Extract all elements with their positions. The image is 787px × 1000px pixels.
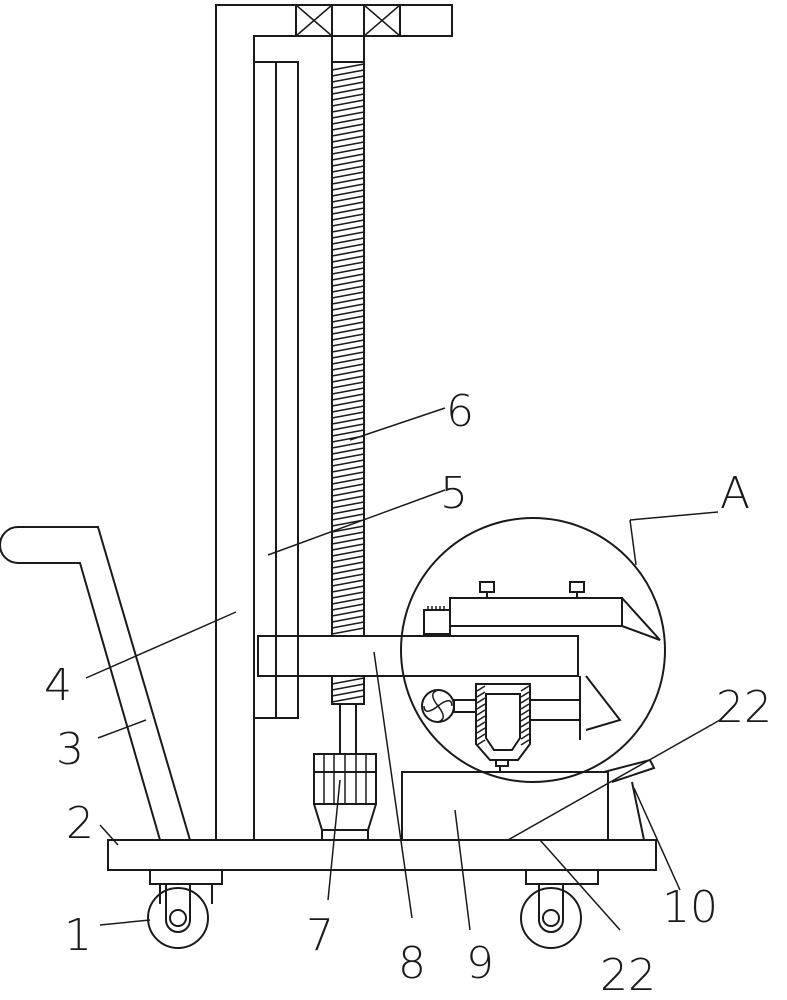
label-5: 5	[440, 468, 468, 519]
base-plate	[107, 839, 657, 871]
label-10: 10	[662, 882, 718, 933]
label-6: 6	[446, 386, 474, 437]
label-7: 7	[306, 910, 334, 961]
label-8: 8	[398, 938, 426, 989]
label-1: 1	[64, 910, 92, 961]
label-2: 2	[66, 798, 94, 849]
leader-lines	[85, 407, 721, 931]
guide-rail	[253, 61, 299, 719]
label-4: 4	[44, 660, 72, 711]
right-wheel	[520, 869, 599, 949]
lead-screw	[331, 35, 365, 754]
lift-arm	[257, 635, 579, 677]
motor	[313, 753, 377, 840]
handle	[0, 526, 191, 841]
detail-view-a	[400, 517, 666, 783]
label-9: 9	[466, 938, 494, 989]
label-3: 3	[56, 724, 84, 775]
part-labels: 6 5 4 3 2 1 7 8 9 22 10 22 A	[44, 386, 772, 1000]
label-22-lower: 22	[600, 950, 656, 1000]
label-22-upper: 22	[716, 682, 772, 733]
box	[401, 771, 609, 841]
label-a: A	[720, 468, 750, 519]
left-wheel	[147, 869, 223, 949]
